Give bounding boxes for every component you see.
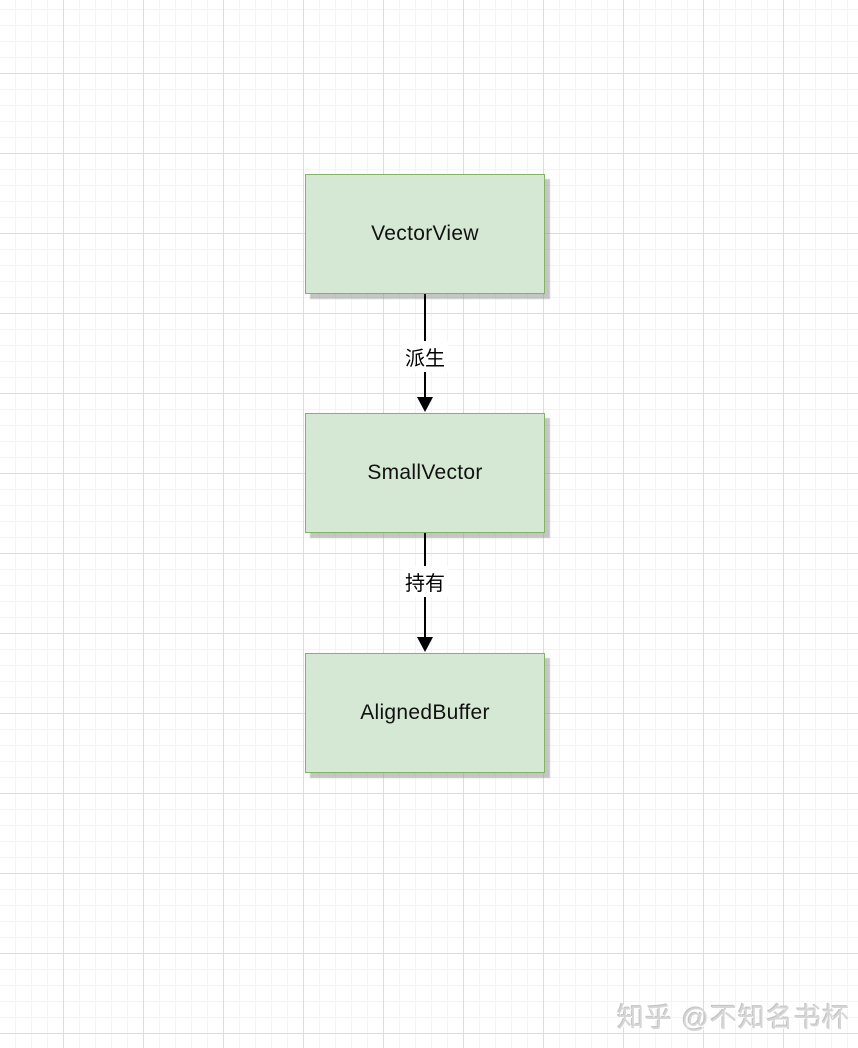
edge-hold-arrowhead-icon: [417, 637, 433, 652]
edge-derive-label: 派生: [402, 341, 448, 372]
node-vectorview-label: VectorView: [371, 222, 479, 245]
node-smallvector-label: SmallVector: [367, 461, 483, 484]
node-smallvector: SmallVector: [305, 413, 545, 533]
node-vectorview: VectorView: [305, 174, 545, 294]
edge-derive-arrowhead-icon: [417, 397, 433, 412]
zhihu-watermark: 知乎 @不知名书杯: [617, 1003, 850, 1033]
node-alignedbuffer-label: AlignedBuffer: [360, 701, 490, 724]
edge-hold-label: 持有: [402, 566, 448, 597]
node-alignedbuffer: AlignedBuffer: [305, 653, 545, 773]
